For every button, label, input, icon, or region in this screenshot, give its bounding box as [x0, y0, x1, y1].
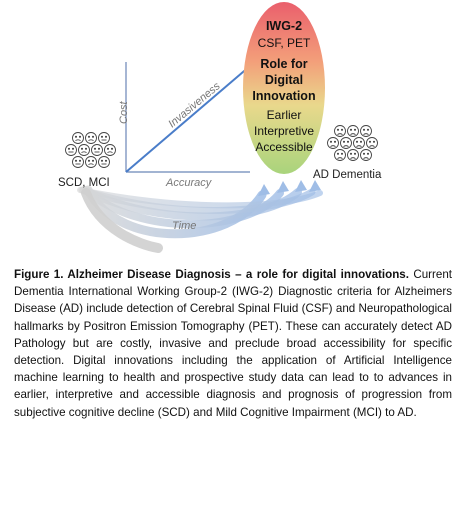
- caption-body: Current Dementia International Working G…: [14, 268, 452, 419]
- oval-line-1: IWG-2: [266, 19, 302, 33]
- diagnosis-figure: Cost Accuracy Invasiveness Time SCD, MCI…: [58, 2, 382, 253]
- scd-mci-faces: [65, 132, 116, 168]
- oval-line-3: Role for: [260, 57, 307, 71]
- invasiveness-line: [125, 65, 251, 173]
- y-axis-label: Cost: [118, 100, 130, 124]
- figure-caption: Figure 1. Alzheimer Disease Diagnosis – …: [14, 266, 452, 421]
- left-label: SCD, MCI: [58, 177, 110, 189]
- diagonal-label: Invasiveness: [166, 80, 223, 130]
- caption-lead: Figure 1. Alzheimer Disease Diagnosis – …: [14, 268, 409, 281]
- oval-line-6: Earlier: [267, 108, 302, 122]
- oval-line-2: CSF, PET: [258, 36, 311, 50]
- right-label: AD Dementia: [313, 169, 382, 181]
- time-label: Time: [172, 220, 196, 232]
- oval-line-5: Innovation: [252, 89, 315, 103]
- x-axis-label: Accuracy: [165, 177, 213, 189]
- axes: [125, 62, 251, 173]
- time-arrows: [77, 180, 323, 253]
- digital-innovation-oval: [243, 2, 325, 174]
- ad-dementia-faces: [327, 125, 378, 161]
- oval-line-7: Interpretive: [254, 124, 314, 138]
- oval-text: IWG-2 CSF, PET Role for Digital Innovati…: [252, 19, 315, 154]
- oval-line-4: Digital: [265, 73, 303, 87]
- oval-line-8: Accessible: [255, 140, 313, 154]
